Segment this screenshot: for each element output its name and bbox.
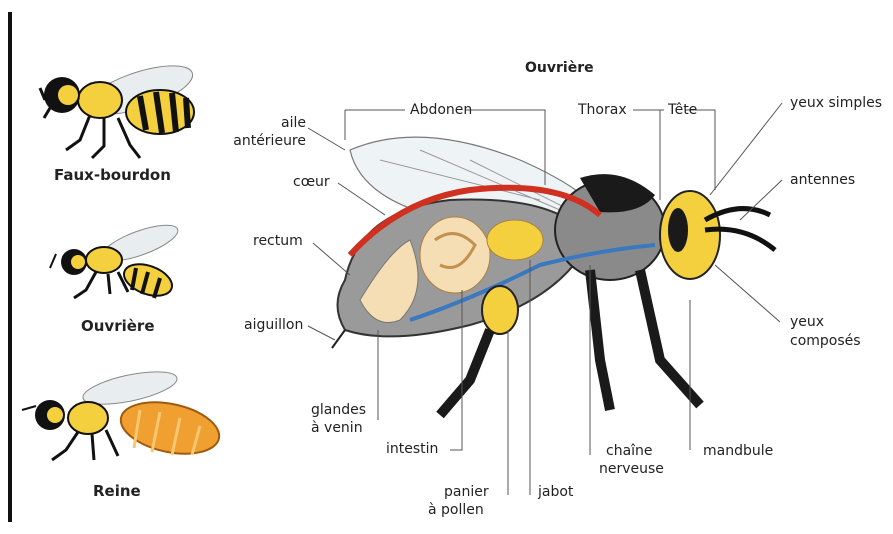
- drone-illustration: [40, 56, 198, 158]
- label-pollen-basket-1: panier: [444, 484, 489, 501]
- diagram-title: Ouvrière: [525, 60, 594, 76]
- label-venom-glands-2: à venin: [311, 420, 363, 437]
- label-fore-wing-2: antérieure: [212, 133, 306, 150]
- label-venom-glands-1: glandes: [311, 402, 366, 419]
- worker-illustration: [50, 218, 182, 302]
- label-rectum: rectum: [253, 233, 303, 250]
- queen-illustration: [22, 365, 224, 462]
- label-nerve-chain-1: chaîne: [606, 443, 653, 460]
- label-nerve-chain-2: nerveuse: [599, 461, 664, 478]
- label-mandible: mandbule: [703, 443, 773, 460]
- label-abdomen: Abdonen: [410, 102, 472, 119]
- label-compound-eyes-2: composés: [790, 333, 861, 350]
- caste-label-drone: Faux-bourdon: [54, 166, 171, 184]
- label-sting: aiguillon: [244, 317, 303, 334]
- caste-label-worker: Ouvrière: [81, 317, 155, 335]
- label-simple-eyes: yeux simples: [790, 95, 882, 112]
- label-crop: jabot: [538, 484, 573, 501]
- caste-label-queen: Reine: [93, 482, 141, 500]
- label-antennae: antennes: [790, 172, 855, 189]
- label-pollen-basket-2: à pollen: [428, 502, 484, 519]
- worker-anatomy: [332, 137, 775, 415]
- label-thorax: Thorax: [578, 102, 627, 119]
- label-fore-wing-1: aile: [250, 115, 306, 132]
- label-heart: cœur: [293, 174, 330, 191]
- label-compound-eyes-1: yeux: [790, 314, 824, 331]
- label-head: Tête: [668, 102, 697, 119]
- label-intestine: intestin: [386, 441, 438, 458]
